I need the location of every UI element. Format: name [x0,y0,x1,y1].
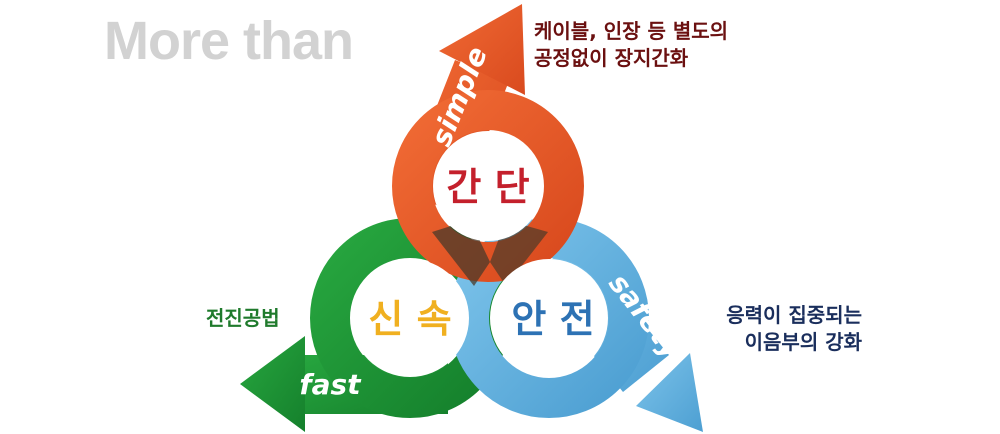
simple-description: 케이블, 인장 등 별도의 공정없이 장지간화 [534,18,728,72]
simple-description-line: 케이블, 인장 등 별도의 [534,19,729,43]
safety-description: 응력이 집중되는 이음부의 강화 [692,302,862,356]
simple-label: 간 단 [446,165,529,209]
fast-center [351,259,469,377]
fast-label: 신 속 [368,297,451,341]
safety-center [490,259,608,377]
heading: More than [104,11,354,71]
safety-label: 안 전 [511,297,594,341]
simple-description-line: 공정없이 장지간화 [534,46,689,70]
fast-word: fast [299,368,362,401]
fast-description-line: 전진공법 [206,306,280,330]
simple-center [433,131,543,241]
fast-description: 전진공법 [206,305,280,332]
safety-description-line: 이음부의 강화 [744,330,862,354]
safety-description-line: 응력이 집중되는 [726,303,862,327]
